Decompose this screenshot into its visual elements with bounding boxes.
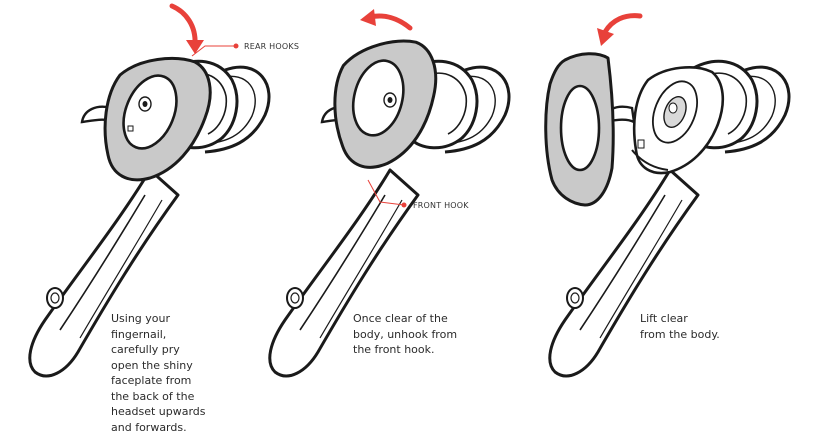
curved-arrow-down-icon-head (186, 40, 204, 54)
detached-faceplate (544, 52, 615, 207)
curved-arrow-down-left-icon-head (597, 28, 614, 46)
step1-illustration (28, 56, 271, 378)
curved-arrow-down-left-icon (602, 13, 643, 35)
rear-hooks-label: REAR HOOKS (244, 42, 299, 51)
step1-caption: Using your fingernail, carefully pry ope… (111, 312, 206, 434)
curved-arrow-left-icon (367, 13, 413, 31)
rear-hooks-callout: REAR HOOKS (191, 42, 299, 57)
front-hook-label: FRONT HOOK (413, 201, 469, 210)
curved-arrow-down-icon (169, 3, 198, 47)
step3-caption: Lift clear from the body. (640, 312, 720, 341)
curved-arrow-left-icon-head (360, 9, 376, 26)
front-hook-callout: FRONT HOOK (367, 179, 469, 210)
step2-illustration (268, 35, 511, 378)
step3-illustration (548, 59, 791, 378)
step2-caption: Once clear of the body, unhook from the … (353, 312, 458, 356)
